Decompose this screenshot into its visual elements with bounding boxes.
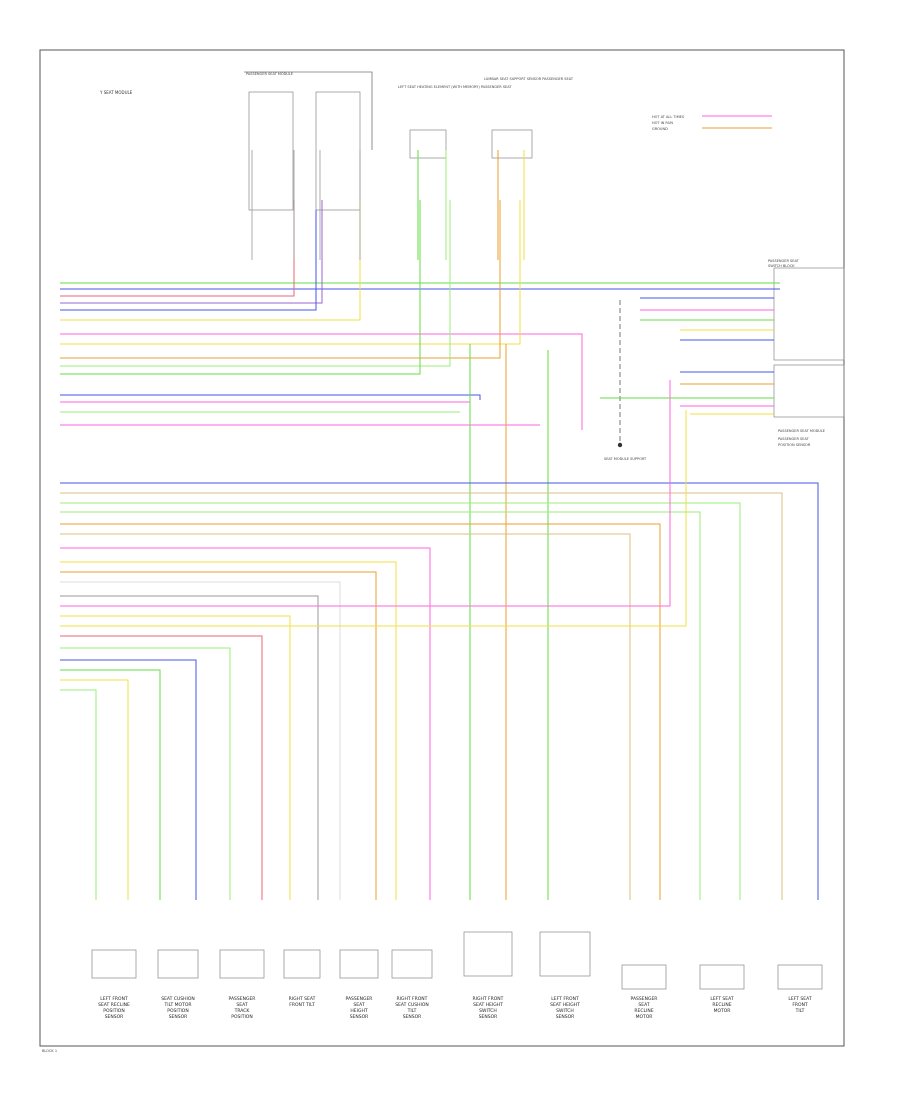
svg-text:TILT: TILT xyxy=(795,1008,805,1014)
svg-text:SWITCH BLOCK: SWITCH BLOCK xyxy=(768,264,795,268)
svg-text:TILT: TILT xyxy=(407,1008,417,1014)
svg-text:PASSENGER: PASSENGER xyxy=(229,996,256,1002)
svg-text:HOT IN RUN: HOT IN RUN xyxy=(652,121,673,125)
bottom-labels: LEFT FRONT SEAT RECLINE POSITION SENSOR … xyxy=(98,996,812,1020)
diagram-frame xyxy=(39,49,845,1047)
svg-text:PASSENGER SEAT MODULE: PASSENGER SEAT MODULE xyxy=(246,72,293,76)
upper-wire-bus xyxy=(60,200,780,430)
svg-text:SENSOR: SENSOR xyxy=(403,1014,422,1020)
svg-text:LEFT SEAT: LEFT SEAT xyxy=(788,996,811,1002)
svg-text:TRACK: TRACK xyxy=(234,1008,251,1014)
bottom-component-1 xyxy=(91,949,137,979)
svg-text:MOTOR: MOTOR xyxy=(714,1008,731,1014)
bottom-component-9 xyxy=(621,964,667,990)
svg-text:SENSOR: SENSOR xyxy=(105,1014,124,1020)
top-component-lumbar-sensor: LUMBAR SEAT SUPPORT SENSOR PASSENGER SEA… xyxy=(484,77,574,159)
svg-text:SEAT MODULE SUPPORT: SEAT MODULE SUPPORT xyxy=(604,457,647,461)
center-junction: SEAT MODULE SUPPORT xyxy=(604,300,647,461)
svg-text:LUMBAR SEAT SUPPORT SENSOR PAS: LUMBAR SEAT SUPPORT SENSOR PASSENGER SEA… xyxy=(484,77,574,81)
svg-text:SENSOR: SENSOR xyxy=(169,1014,188,1020)
svg-text:POSITION: POSITION xyxy=(231,1014,252,1020)
svg-text:RIGHT FRONT: RIGHT FRONT xyxy=(397,996,428,1002)
svg-text:SENSOR: SENSOR xyxy=(479,1014,498,1020)
svg-text:SENSOR: SENSOR xyxy=(556,1014,575,1020)
svg-text:GROUND: GROUND xyxy=(652,127,668,131)
svg-text:SWITCH: SWITCH xyxy=(479,1008,497,1014)
svg-text:LEFT SEAT: LEFT SEAT xyxy=(710,996,733,1002)
right-seat-module: PASSENGER SEAT MODULE xyxy=(773,364,845,433)
bottom-component-6 xyxy=(391,949,433,979)
svg-text:POSITION: POSITION xyxy=(103,1008,124,1014)
svg-text:PASSENGER SEAT: PASSENGER SEAT xyxy=(778,437,810,441)
svg-text:RIGHT FRONT: RIGHT FRONT xyxy=(473,996,504,1002)
right-position-sensor: PASSENGER SEAT POSITION SENSOR xyxy=(778,437,811,447)
bottom-component-4 xyxy=(283,949,321,979)
ground-legend: HOT AT ALL TIMES HOT IN RUN GROUND xyxy=(652,115,772,131)
svg-text:PASSENGER SEAT: PASSENGER SEAT xyxy=(768,259,800,263)
svg-text:HOT AT ALL TIMES: HOT AT ALL TIMES xyxy=(652,115,685,119)
svg-text:LEFT FRONT: LEFT FRONT xyxy=(551,996,579,1002)
svg-text:PASSENGER: PASSENGER xyxy=(346,996,373,1002)
svg-text:SWITCH: SWITCH xyxy=(556,1008,574,1014)
svg-text:SEAT HEIGHT: SEAT HEIGHT xyxy=(550,1002,580,1008)
svg-text:SENSOR: SENSOR xyxy=(350,1014,369,1020)
bottom-component-3 xyxy=(219,949,265,979)
lower-wire-bus xyxy=(60,380,819,900)
svg-text:FRONT TILT: FRONT TILT xyxy=(289,1002,315,1008)
svg-text:POSITION: POSITION xyxy=(167,1008,188,1014)
bottom-component-5 xyxy=(339,949,379,979)
bottom-components xyxy=(91,931,823,990)
bottom-component-10 xyxy=(699,964,745,990)
svg-text:PASSENGER: PASSENGER xyxy=(631,996,658,1002)
bottom-component-11 xyxy=(777,964,823,990)
bottom-component-7 xyxy=(463,931,513,977)
svg-text:SEAT RECLINE: SEAT RECLINE xyxy=(98,1002,130,1008)
svg-text:LEFT SEAT HEATING ELEMENT (WIT: LEFT SEAT HEATING ELEMENT (WITH MEMORY) … xyxy=(398,85,512,89)
bottom-component-8 xyxy=(539,931,591,977)
top-component-heated-seat: LEFT SEAT HEATING ELEMENT (WITH MEMORY) … xyxy=(398,85,512,159)
right-switch-block: PASSENGER SEAT SWITCH BLOCK xyxy=(768,259,845,361)
footer-code: BLOCK 1 xyxy=(42,1049,57,1053)
svg-text:SEAT: SEAT xyxy=(236,1002,247,1008)
top-left-note: Y SEAT MODULE xyxy=(99,90,133,95)
svg-text:SEAT HEIGHT: SEAT HEIGHT xyxy=(473,1002,503,1008)
svg-text:PASSENGER SEAT MODULE: PASSENGER SEAT MODULE xyxy=(778,429,825,433)
svg-text:HEIGHT: HEIGHT xyxy=(350,1008,367,1014)
svg-text:RIGHT SEAT: RIGHT SEAT xyxy=(289,996,316,1002)
bottom-component-2 xyxy=(157,949,199,979)
svg-text:SEAT: SEAT xyxy=(353,1002,364,1008)
svg-text:RECLINE: RECLINE xyxy=(712,1002,731,1008)
svg-text:SEAT CUSHION: SEAT CUSHION xyxy=(161,996,195,1002)
top-vertical-drops xyxy=(251,150,549,900)
right-switch-wires xyxy=(600,297,774,415)
svg-text:MOTOR: MOTOR xyxy=(636,1014,653,1020)
svg-text:LEFT FRONT: LEFT FRONT xyxy=(100,996,128,1002)
top-component-passenger-seat: PASSENGER SEAT MODULE xyxy=(244,71,373,211)
svg-text:FRONT: FRONT xyxy=(792,1002,808,1008)
svg-text:SEAT: SEAT xyxy=(638,1002,649,1008)
svg-text:SEAT CUSHION: SEAT CUSHION xyxy=(395,1002,429,1008)
svg-text:POSITION SENSOR: POSITION SENSOR xyxy=(778,443,811,447)
svg-text:RECLINE: RECLINE xyxy=(634,1008,653,1014)
svg-text:TILT MOTOR: TILT MOTOR xyxy=(164,1002,192,1008)
